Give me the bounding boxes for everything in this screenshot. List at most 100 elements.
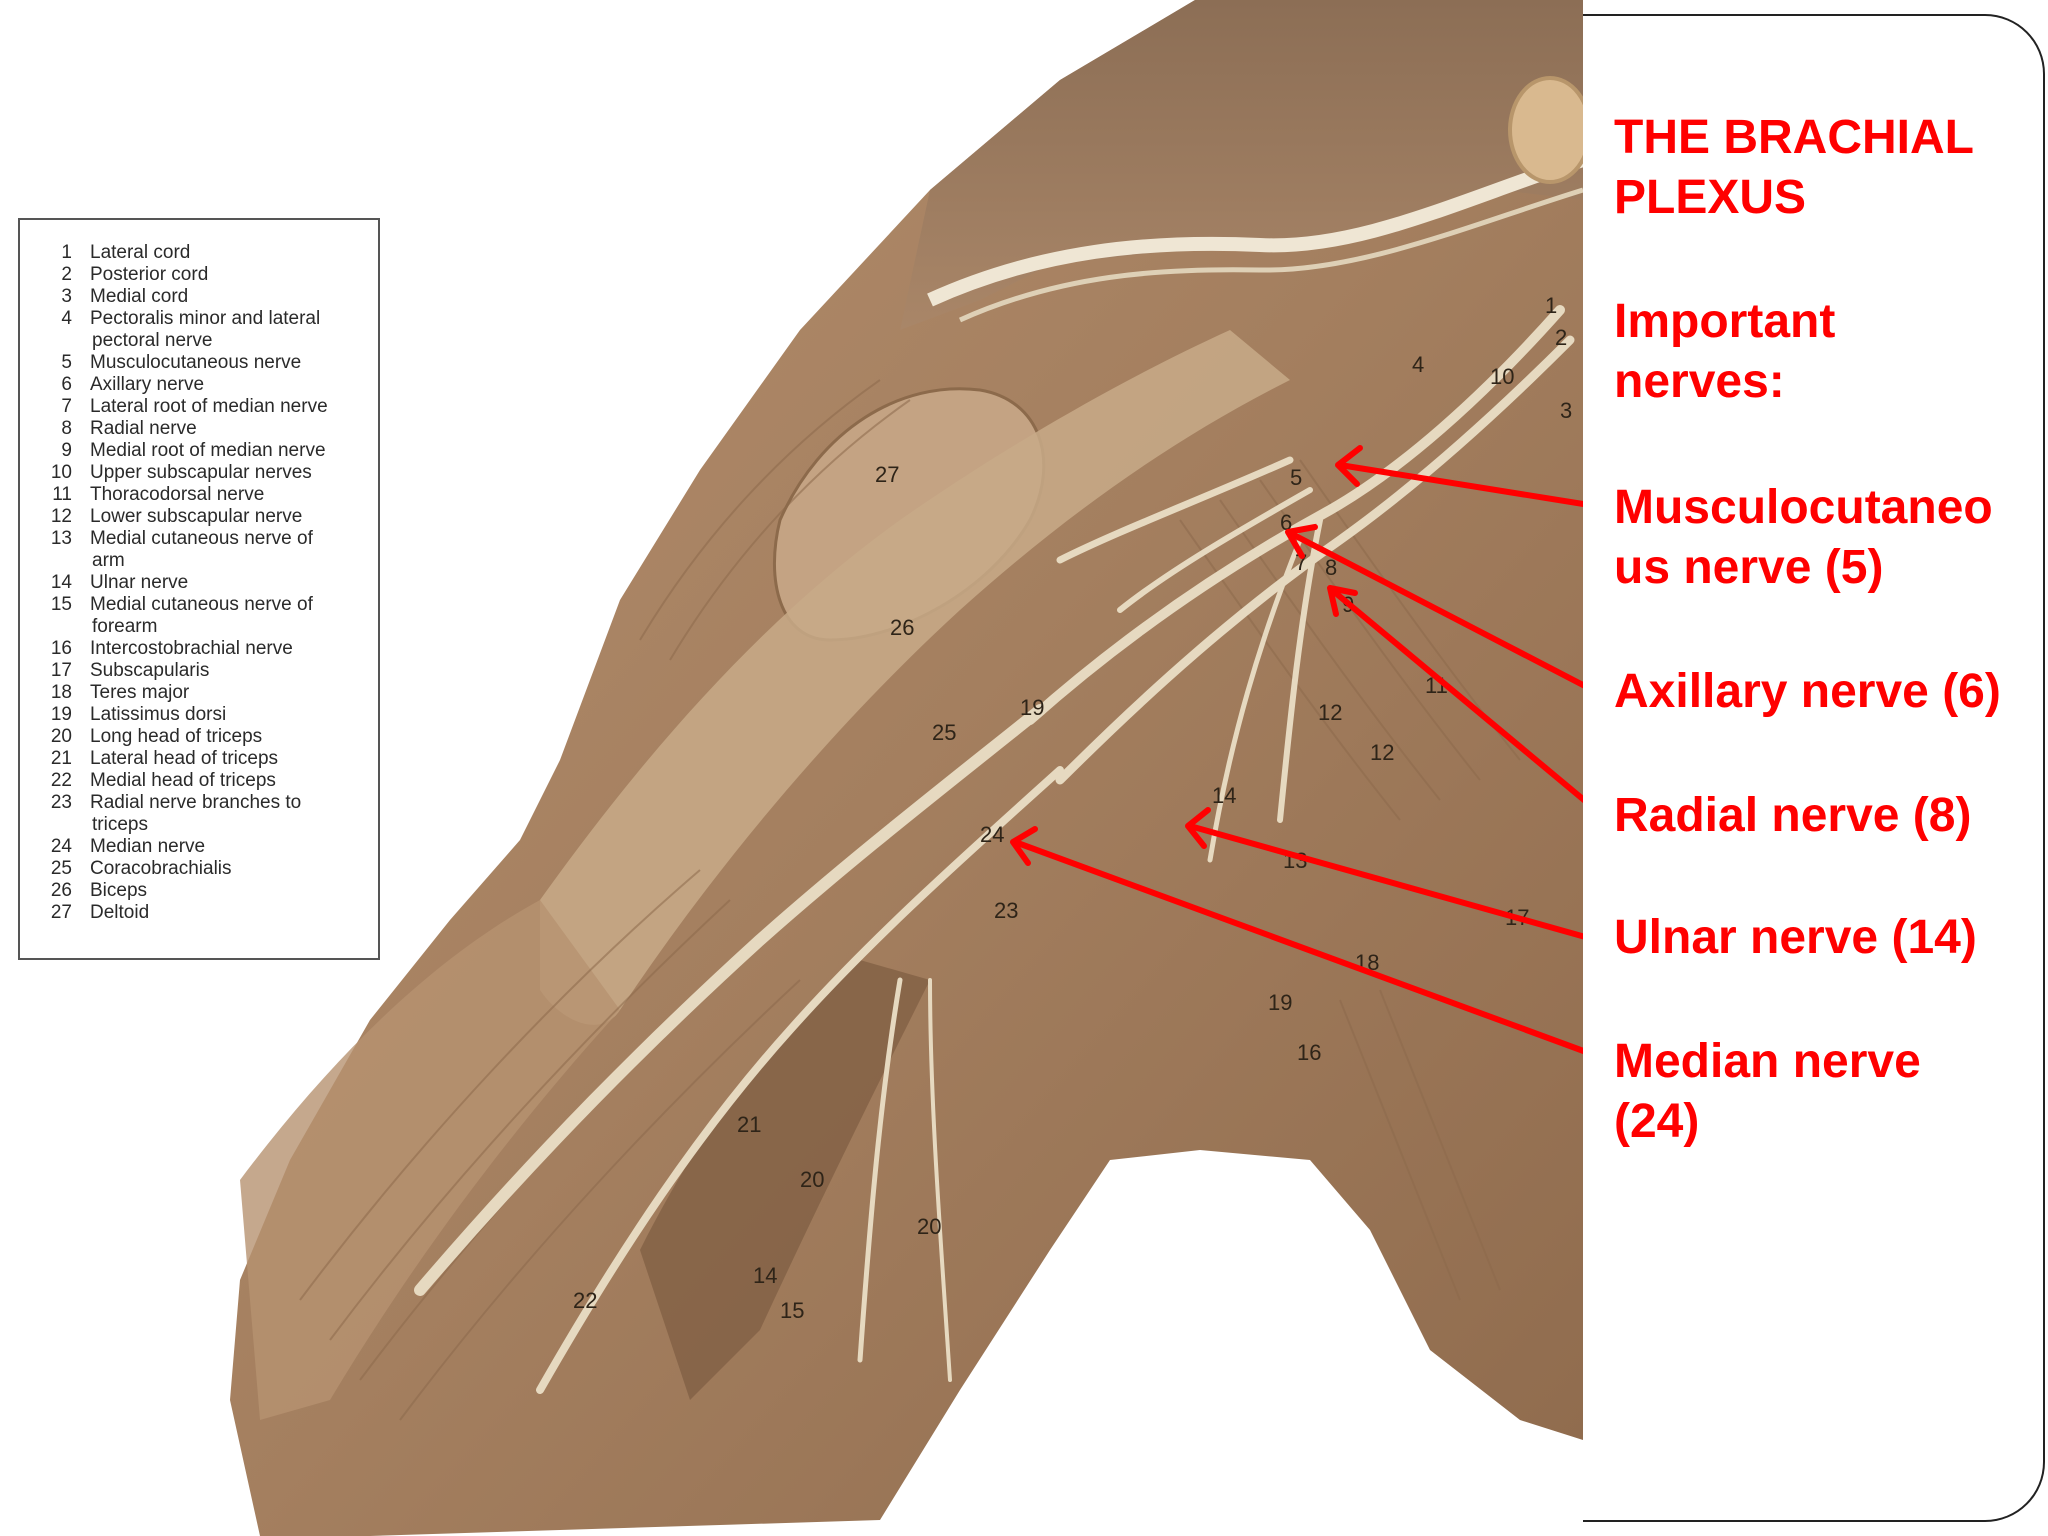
photo-label: 16 [1297,1040,1321,1065]
legend-number: 18 [50,682,72,703]
photo-label: 5 [1290,465,1302,490]
photo-label: 21 [737,1112,761,1137]
legend-number: 25 [50,858,72,879]
legend-label: Ulnar nerve [90,572,189,593]
legend-label: Upper subscapular nerves [90,462,312,483]
photo-label: 3 [1560,398,1572,423]
legend-label: Medial root of median nerve [90,440,326,461]
skin-edge [927,153,1586,307]
legend-label-continued: arm [92,550,125,571]
photo-label: 24 [980,822,1004,847]
photo-labels: 1 2 3 4 10 5 6 7 8 9 27 26 25 19 11 12 1… [573,293,1572,1323]
legend-number: 2 [61,264,72,285]
photo-label: 20 [917,1214,941,1239]
photo-label: 8 [1325,555,1337,580]
legend-number: 1 [61,242,72,263]
legend-label: Lateral root of median nerve [90,396,328,417]
slide-title-line2: PLEXUS [1614,171,1807,224]
legend-label: Lateral head of triceps [90,748,279,769]
legend-label: Posterior cord [90,264,209,285]
legend-label: Deltoid [90,902,150,923]
important-heading-line1: Important [1614,295,1836,348]
legend-number: 6 [61,374,72,395]
legend-label: Medial cutaneous nerve of [90,594,313,615]
legend-number: 15 [50,594,72,615]
legend-number: 14 [50,572,72,593]
legend-number: 13 [50,528,72,549]
legend-label: Axillary nerve [90,374,205,395]
arrow-median [1010,826,1611,1063]
legend-number: 10 [50,462,72,483]
photo-label: 12 [1318,700,1342,725]
muscle-fibres [299,379,1521,1421]
callout-musculocutaneous-line2: us nerve (5) [1614,541,1884,594]
callout-musculocutaneous-line1: Musculocutaneo [1614,481,1993,534]
callout-ulnar: Ulnar nerve (14) [1614,911,1977,964]
legend-number: 24 [50,836,72,857]
legend-label: Radial nerve [90,418,197,439]
legend-label: Intercostobrachial nerve [90,638,293,659]
slide-title-line1: THE BRACHIAL [1614,111,1974,164]
legend-label-continued: pectoral nerve [92,330,213,351]
legend-label: Latissimus dorsi [90,704,227,725]
photo-label: 27 [875,462,899,487]
important-heading-line2: nerves: [1614,355,1785,408]
arrow-axillary [1285,524,1611,701]
photo-label: 22 [573,1288,597,1313]
legend-number: 11 [52,484,72,505]
arrow-ulnar [1185,807,1599,943]
shoulder-cap [900,0,1583,330]
biceps-muscle [540,330,1290,1025]
legend-number: 21 [50,748,72,769]
legend-number: 12 [50,506,72,527]
legend-label-continued: forearm [92,616,158,637]
legend-box: 1 Lateral cord 2 Posterior cord 3 Medial… [18,218,380,960]
legend-label: Pectoralis minor and lateral [90,308,321,329]
legend-number: 26 [50,880,72,901]
photo-label: 14 [753,1263,777,1288]
legend-number: 22 [50,770,72,791]
photo-label: 12 [1370,740,1394,765]
photo-label: 15 [780,1298,804,1323]
nerve-bundles [414,305,1575,1394]
arrow-musculocutaneous [1335,445,1611,511]
photo-label: 10 [1490,364,1514,389]
legend-number: 8 [61,418,72,439]
legend-label: Subscapularis [90,660,210,681]
photo-label: 25 [932,720,956,745]
legend-number: 5 [61,352,72,373]
legend-number: 16 [50,638,72,659]
legend-label: Radial nerve branches to [90,792,302,813]
legend-number: 19 [50,704,72,725]
legend-label: Medial cutaneous nerve of [90,528,313,549]
legend-label: Long head of triceps [90,726,263,747]
photo-label: 20 [800,1167,824,1192]
legend-number: 17 [50,660,72,681]
legend-label: Biceps [90,880,148,901]
legend-label: Teres major [90,682,190,703]
photo-label: 4 [1412,352,1424,377]
legend-label: Median nerve [90,836,206,857]
legend-number: 23 [50,792,72,813]
callout-arrows [1010,445,1611,1063]
arrow-radial [1327,585,1611,823]
callout-median-line1: Median nerve [1614,1035,1921,1088]
legend-number: 20 [50,726,72,747]
legend-number: 27 [50,902,72,923]
legend-label: Thoracodorsal nerve [90,484,265,505]
legend-label-continued: triceps [92,814,148,835]
photo-label: 19 [1020,695,1044,720]
callout-median-line2: (24) [1614,1095,1700,1148]
photo-label: 2 [1555,325,1567,350]
info-panel [1583,14,2045,1522]
photo-label: 1 [1545,293,1557,318]
callout-axillary: Axillary nerve (6) [1614,665,2001,718]
legend-label: Lateral cord [90,242,191,263]
legend-number: 4 [61,308,72,329]
photo-label: 26 [890,615,914,640]
callout-radial: Radial nerve (8) [1614,789,1972,842]
photo-label: 19 [1268,990,1292,1015]
legend-number: 7 [61,396,72,417]
clavicle-section [1508,76,1592,184]
